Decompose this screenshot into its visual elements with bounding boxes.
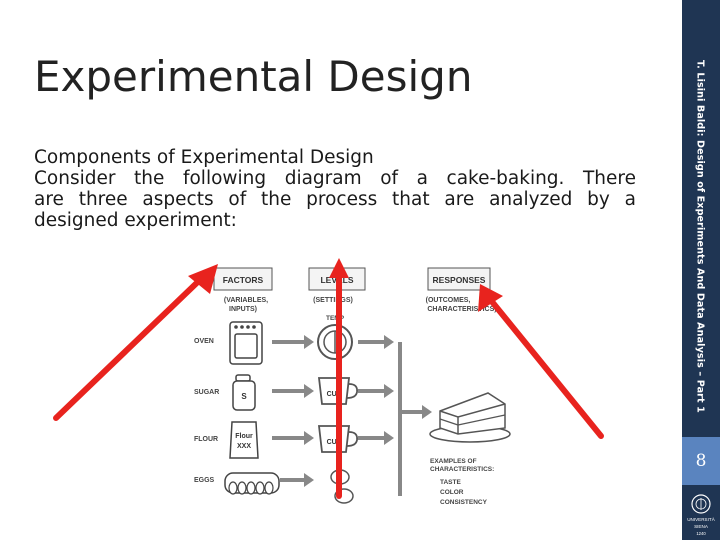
level-arrows bbox=[358, 335, 394, 445]
flour-bag-text2: XXX bbox=[237, 443, 251, 450]
collector-bar bbox=[398, 342, 402, 496]
consistency-label: CONSISTENCY bbox=[440, 499, 488, 506]
logo-year: 1240 bbox=[696, 531, 706, 536]
flour-bag-text1: Flour bbox=[235, 433, 253, 440]
responses-header: RESPONSES (OUTCOMES, CHARACTERISTICS) bbox=[426, 267, 497, 313]
flour-label: FLOUR bbox=[194, 436, 218, 443]
logo-line2: SIENA bbox=[694, 524, 709, 529]
oven-label: OVEN bbox=[194, 338, 214, 345]
author-text: T. Lisini Baldi: Design of Experiments A… bbox=[694, 60, 706, 413]
flour-cup-text: CUP bbox=[327, 439, 342, 446]
taste-label: TASTE bbox=[440, 479, 461, 486]
sugar-cup-text: CUP bbox=[327, 391, 342, 398]
factors-sub2: INPUTS) bbox=[229, 306, 257, 313]
examples-line1: EXAMPLES OF bbox=[430, 458, 477, 465]
page-number-box: 8 bbox=[682, 437, 720, 485]
page-number: 8 bbox=[695, 451, 707, 471]
egg-carton-icon bbox=[224, 472, 280, 495]
eggs-label: EGGS bbox=[194, 477, 215, 484]
factors-label: FACTORS bbox=[223, 275, 264, 285]
sidebar-author: T. Lisini Baldi: Design of Experiments A… bbox=[690, 60, 710, 413]
subtitle: Components of Experimental Design bbox=[34, 147, 374, 168]
sugar-jar-text: S bbox=[241, 392, 247, 401]
cake-icon bbox=[429, 392, 511, 443]
body-line-2: are three aspects of the process that ar… bbox=[34, 189, 636, 210]
responses-label: RESPONSES bbox=[433, 275, 486, 285]
factors-sub1: (VARIABLES, bbox=[224, 297, 268, 304]
university-logo: UNIVERSITÀ SIENA 1240 bbox=[687, 494, 716, 536]
red-arrows bbox=[53, 258, 604, 499]
logo-line1: UNIVERSITÀ bbox=[687, 516, 716, 522]
responses-sub1: (OUTCOMES, bbox=[426, 297, 471, 304]
factor-arrows bbox=[272, 335, 314, 487]
flour-bag-icon: Flour XXX bbox=[229, 421, 259, 459]
temp-dial-icon: TEMP bbox=[317, 315, 353, 360]
color-label: COLOR bbox=[440, 489, 464, 496]
sugar-jar-icon: S bbox=[232, 374, 256, 411]
slide-title: Experimental Design bbox=[34, 52, 473, 101]
examples-line2: CHARACTERISTICS: bbox=[430, 466, 494, 473]
responses-sub2: CHARACTERISTICS) bbox=[427, 306, 496, 313]
cake-arrow bbox=[402, 405, 432, 419]
body-text: Components of Experimental Design Consid… bbox=[34, 147, 636, 231]
oven-icon bbox=[229, 321, 263, 365]
sugar-label: SUGAR bbox=[194, 389, 219, 396]
body-line-3: designed experiment: bbox=[34, 210, 237, 231]
levels-sub: (SETTINGS) bbox=[313, 297, 353, 304]
body-line-1: Consider the following diagram of a cake… bbox=[34, 168, 636, 189]
temp-label: TEMP bbox=[326, 315, 345, 322]
factors-header: FACTORS (VARIABLES, INPUTS) bbox=[213, 267, 273, 313]
